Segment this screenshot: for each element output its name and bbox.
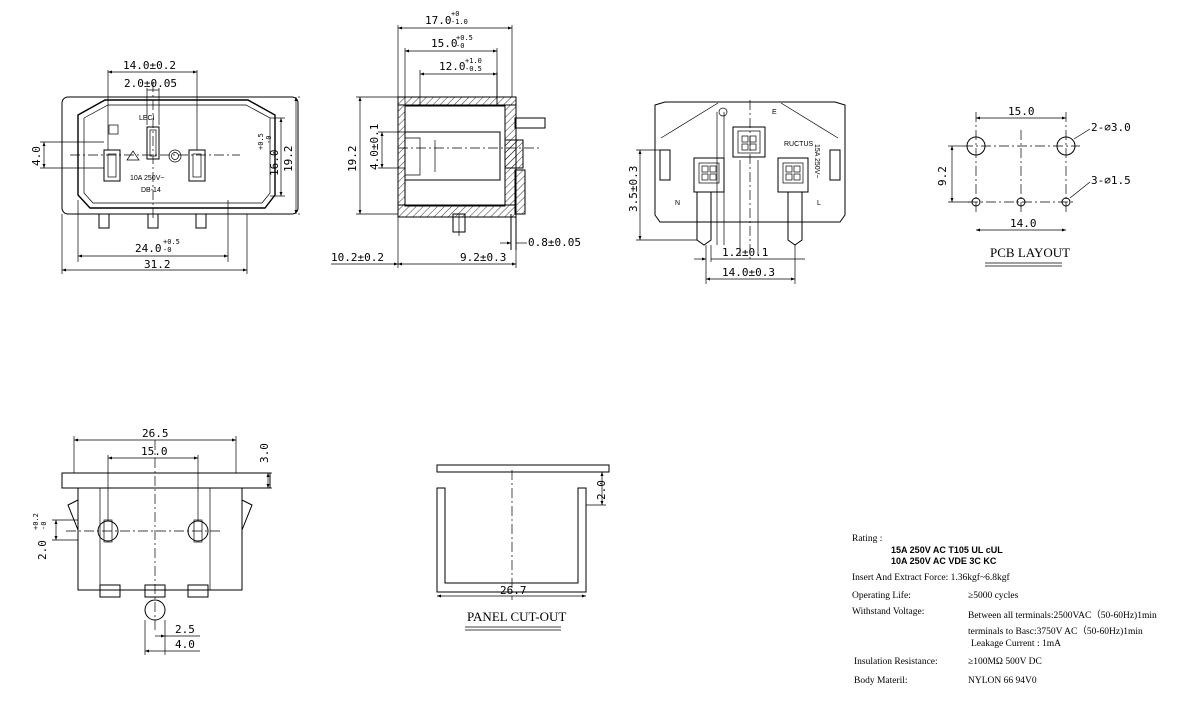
spec-insulation-value: ≥100MΩ 500V DC — [968, 657, 1042, 667]
side-dim-12: 12.0 — [439, 60, 466, 73]
side-dim-08: 0.8±0.05 — [528, 236, 581, 249]
rear-earth-mark: E — [772, 109, 777, 116]
front-dim-24-tol2: -0 — [163, 246, 171, 254]
side-view: 17.0 +0 -1.0 15.0 +0.5 -0 12.0 +1.0 -0.5… — [331, 10, 581, 268]
spec-rating-line2: 10A 250V AC VDE 3C KC — [891, 556, 997, 566]
side-dim-15: 15.0 — [431, 37, 458, 50]
panel-title: PANEL CUT-OUT — [467, 609, 566, 624]
rear-neutral-mark: N — [675, 200, 680, 207]
front-dim-16: 16.0 — [268, 150, 281, 177]
front-view: LECI 10A 250V~ DB-14 14.0±0.2 2.0±0.05 4… — [30, 59, 300, 274]
pcb-dim-15: 15.0 — [1008, 105, 1035, 118]
side-dim-15-tol2: -0 — [456, 42, 464, 50]
spec-body-value: NYLON 66 94V0 — [968, 676, 1037, 686]
panel-dim-2: 2.0 — [595, 480, 608, 500]
rear-dim-14: 14.0±0.3 — [722, 266, 775, 279]
bottom-dim-2: 2.0 — [36, 540, 49, 560]
pcb-hole-large: 2-⌀3.0 — [1091, 121, 1131, 134]
front-model: DB-14 — [141, 187, 161, 194]
side-dim-15-tol: +0.5 — [456, 34, 473, 42]
spec-rating-line1: 15A 250V AC T105 UL cUL — [891, 545, 1003, 555]
side-dim-4: 4.0±0.1 — [368, 124, 381, 170]
bottom-dim-3: 3.0 — [258, 443, 271, 463]
side-dim-92: 9.2±0.3 — [460, 251, 506, 264]
side-dim-12-tol2: -0.5 — [465, 65, 482, 73]
bottom-dim-2-tol2: -0 — [40, 522, 48, 530]
spec-body-label: Body Materil: — [854, 676, 908, 686]
pcb-layout: 15.0 9.2 14.0 2-⌀3.0 3-⌀1.5 PCB LAYOUT — [936, 105, 1131, 267]
side-dim-17: 17.0 — [425, 14, 452, 27]
front-dim-2: 2.0±0.05 — [124, 77, 177, 90]
bottom-dim-265: 26.5 — [142, 427, 169, 440]
pcb-dim-14: 14.0 — [1010, 217, 1037, 230]
spec-rating-label: Rating : — [852, 534, 883, 544]
side-dim-17-tol2: -1.0 — [451, 18, 468, 26]
bottom-dim-15: 15.0 — [141, 445, 168, 458]
front-dim-4: 4.0 — [30, 146, 43, 166]
pcb-hole-small: 3-⌀1.5 — [1091, 174, 1131, 187]
front-dim-192: 19.2 — [282, 146, 295, 173]
bottom-view: 26.5 15.0 3.0 2.0 +0.2 -0 2.5 4.0 — [32, 427, 272, 655]
rear-view: E N L RUCTUS 15A 250V~ 3.5±0.3 1.2±0.1 1… — [627, 100, 846, 284]
front-dim-24: 24.0 — [135, 242, 162, 255]
spec-leakage: Leakage Current : 1mA — [971, 639, 1061, 649]
bottom-dim-40: 4.0 — [175, 638, 195, 651]
rear-dim-35: 3.5±0.3 — [627, 166, 640, 212]
front-dim-24-tol: +0.5 — [163, 238, 180, 246]
spec-withstand-label: Withstand Voltage: — [852, 607, 925, 617]
side-dim-102: 10.2±0.2 — [331, 251, 384, 264]
spec-insert-force: Insert And Extract Force: 1.36kgf~6.8kgf — [852, 573, 1010, 583]
spec-withstand-line2: terminals to Basc:3750V AC（50-60Hz)1min — [968, 627, 1143, 637]
side-dim-12-tol: +1.0 — [465, 57, 482, 65]
front-dim-14: 14.0±0.2 — [123, 59, 176, 72]
pcb-dim-92: 9.2 — [936, 166, 949, 186]
rear-cert-mark: RUCTUS — [784, 141, 813, 148]
spec-life-label: Operating Life: — [852, 591, 911, 601]
pcb-title: PCB LAYOUT — [990, 245, 1070, 260]
side-dim-192: 19.2 — [346, 146, 359, 173]
front-dim-312: 31.2 — [144, 258, 171, 271]
spec-insulation-label: Insulation Resistance: — [854, 657, 938, 667]
rear-rating: 15A 250V~ — [813, 144, 820, 178]
spec-withstand-line1: Between all terminals:2500VAC（50-60Hz)1m… — [968, 611, 1157, 621]
front-rating: 10A 250V~ — [130, 175, 164, 182]
panel-cutout: 2.0 26.7 PANEL CUT-OUT — [436, 464, 610, 631]
spec-life-value: ≥5000 cycles — [968, 591, 1019, 601]
bottom-dim-2-tol: +0.2 — [32, 513, 40, 530]
rear-dim-12: 1.2±0.1 — [722, 246, 768, 259]
front-dim-16-tol: +0.5 — [257, 133, 265, 150]
panel-dim-267: 26.7 — [500, 584, 527, 597]
front-dim-16-tol2: -0 — [265, 136, 273, 144]
bottom-dim-25: 2.5 — [175, 623, 195, 636]
rear-live-mark: L — [817, 200, 821, 207]
side-dim-17-tol: +0 — [451, 10, 459, 18]
